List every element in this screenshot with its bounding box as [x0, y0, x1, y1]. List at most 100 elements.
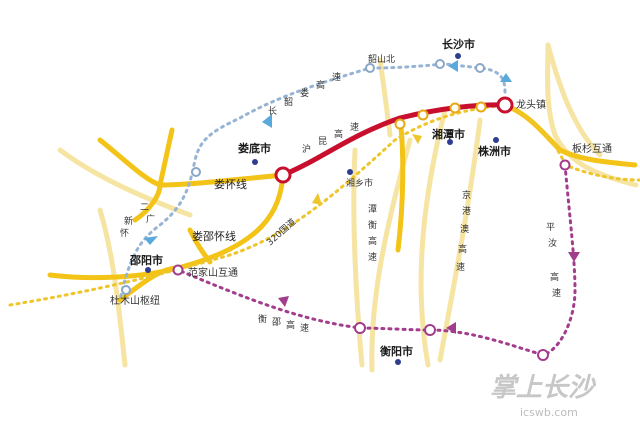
road-pale-6: [97, 207, 128, 368]
node-hengyang-e: [424, 324, 436, 336]
char-3: 高: [286, 319, 295, 331]
city-dot-changsha: [455, 53, 461, 59]
arrow-down-icon: [144, 236, 158, 245]
arrow-left-icon-yellow: [312, 193, 322, 205]
city-dot-zhuzhou: [493, 137, 499, 143]
char-2: 韶: [284, 96, 293, 108]
label-shaoshan-north: 韶山北: [368, 53, 395, 65]
arrow-down-icon-purple: [568, 252, 580, 262]
char-2: 新: [124, 215, 133, 227]
label-jinggangao: 京 港 澳 高 速: [456, 189, 471, 273]
label-loushaohuai: 娄邵怀线: [192, 229, 236, 243]
yellow-arrows: [312, 134, 422, 205]
louhuai-line: [157, 172, 286, 188]
label-zhuzhou: 株洲市: [478, 144, 511, 158]
road-louhuai-north: [157, 127, 175, 188]
node-2: [417, 109, 429, 121]
node-se: [537, 349, 549, 361]
char-3: 高: [550, 271, 559, 283]
node-loudi-w: [191, 167, 201, 177]
char-1: 衡: [258, 313, 267, 325]
node-shaoshan: [365, 63, 375, 73]
purple-arrows: [278, 252, 580, 334]
loushaohuai-line: [47, 172, 286, 281]
char-1: 怀: [120, 227, 129, 239]
label-hukun: 沪 昆 高 速: [302, 122, 359, 155]
city-dot-xiangxiang: [347, 169, 353, 175]
city-dot-shaoyang: [145, 267, 151, 273]
label-longtou: 龙头镇: [516, 98, 546, 111]
label-changsha: 长沙市: [442, 37, 475, 51]
char-3: 高: [334, 128, 343, 140]
label-tanheng: 潭 衡 高 速: [368, 204, 377, 263]
blue-route: [118, 62, 507, 302]
char-3: 二: [140, 203, 149, 213]
char-1: 平: [546, 222, 555, 233]
char-2: 汝: [548, 237, 557, 249]
node-changsha-1: [435, 59, 445, 69]
char-1: 沪: [302, 143, 311, 155]
char-3: 澳: [460, 223, 469, 235]
blue-arrows: [144, 60, 512, 245]
watermark-url: icswb.com: [520, 406, 578, 419]
node-4: [475, 101, 487, 113]
char-4: 广: [146, 213, 155, 225]
char-5: 速: [332, 72, 341, 83]
char-4: 速: [552, 288, 561, 299]
char-2: 衡: [368, 219, 377, 231]
char-4: 高: [458, 243, 467, 255]
guodao-320-line: [8, 103, 640, 307]
jinggangao-road: [418, 107, 448, 368]
label-louhuai: 娄怀线: [214, 177, 247, 191]
char-4: 速: [350, 122, 359, 133]
city-dot-hengyang: [395, 359, 401, 365]
arrow-left-icon-purple: [446, 322, 456, 334]
char-2: 港: [462, 205, 471, 217]
char-4: 速: [368, 252, 377, 263]
road-pale-3: [545, 42, 603, 158]
label-pingru: 平 汝 高 速: [546, 222, 561, 299]
road-yellow-xiangtan: [395, 115, 406, 253]
label-dumushan: 杜木山枢纽: [110, 294, 160, 307]
city-dot-xiangtan: [447, 139, 453, 145]
label-loudi: 娄底市: [238, 141, 271, 155]
label-huaixin: 怀 新 二 广: [120, 203, 155, 239]
char-3: 娄: [300, 87, 309, 99]
char-1: 潭: [368, 204, 377, 215]
city-dots: [145, 53, 499, 365]
nodes: [121, 59, 571, 361]
arrow-left-icon-yellow-2: [412, 134, 422, 144]
label-xiangtan: 湘潭市: [432, 127, 465, 141]
node-hengyang: [354, 322, 366, 334]
char-2: 邵: [272, 317, 281, 328]
label-hengyang: 衡阳市: [380, 344, 413, 358]
label-banshan: 板杉互通: [572, 142, 612, 155]
char-2: 昆: [318, 136, 327, 147]
label-changshaolou: 长 韶 娄 高 速: [268, 72, 341, 117]
arrow-left-icon-purple-2: [278, 296, 289, 307]
watermark: 掌上长沙 icswb.com: [490, 373, 597, 419]
arrow-up-icon: [500, 73, 512, 82]
city-dot-loudi: [252, 159, 258, 165]
label-xiangxiang: 湘乡市: [346, 177, 373, 189]
char-4: 高: [316, 79, 325, 91]
arrow-left-icon-2: [262, 114, 272, 128]
char-4: 速: [300, 323, 309, 334]
arrow-left-icon: [448, 60, 458, 72]
node-longtou: [496, 96, 514, 114]
node-dumushan: [121, 285, 131, 295]
node-3: [449, 102, 461, 114]
char-1: 京: [462, 189, 471, 201]
node-1: [394, 118, 406, 130]
node-changsha-2: [475, 63, 485, 73]
node-fanjiashan: [172, 264, 184, 276]
node-banshan: [559, 159, 571, 171]
label-hengshao: 衡 邵 高 速: [258, 313, 309, 334]
node-loudi: [274, 166, 292, 184]
char-1: 长: [268, 105, 277, 117]
road-louhuai-west: [97, 137, 163, 188]
label-fanjiashan: 范家山互通: [188, 266, 238, 279]
road-pale-7: [437, 117, 483, 363]
